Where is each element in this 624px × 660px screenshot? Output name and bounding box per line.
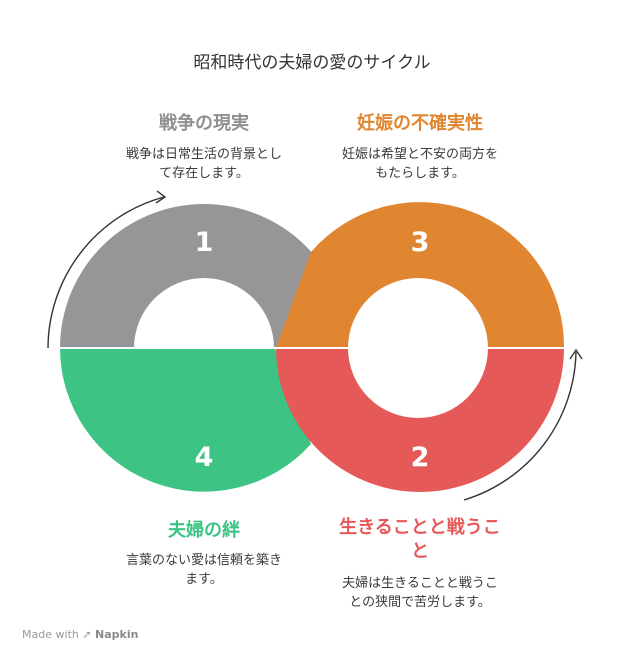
arrowhead-icon <box>155 190 167 204</box>
segment-2-heading: 生きることと戦うこ と <box>300 516 540 564</box>
segment-2-description: 夫婦は生きることと戦うこ との狭間で苦労します。 <box>300 574 540 612</box>
arrowhead-icon <box>569 348 583 360</box>
segment-1-description-line: て存在します。 <box>159 166 249 181</box>
segment-3-description: 妊娠は希望と不安の両方を もたらします。 <box>300 145 540 183</box>
footer-brand: Napkin <box>95 628 139 641</box>
segment-4-description-line: ます。 <box>185 572 223 587</box>
segment-1-heading: 戦争の現実 <box>159 113 249 134</box>
segment-3-heading: 妊娠の不確実性 <box>357 113 483 134</box>
footer-prefix: Made with <box>22 628 79 641</box>
napkin-logo-icon: ➚ <box>82 628 92 641</box>
made-with-napkin-footer: Made with ➚ Napkin <box>22 628 138 641</box>
segment-1-description: 戦争は日常生活の背景とし て存在します。 <box>84 145 324 183</box>
segment-2-description-line: との狭間で苦労します。 <box>349 595 491 610</box>
segment-3-number: 3 <box>411 227 430 258</box>
diagram-title: 昭和時代の夫婦の愛のサイクル <box>193 53 431 73</box>
segment-2-number: 2 <box>411 442 430 473</box>
segment-2-heading-line: と <box>411 541 429 562</box>
cycle-arrow-bottom-right <box>463 351 577 501</box>
segment-4-heading: 夫婦の絆 <box>168 520 240 541</box>
segment-4-description-line: 言葉のない愛は信頼を築き <box>125 553 282 568</box>
segment-1-number: 1 <box>195 227 214 258</box>
segment-1-arc <box>60 204 348 348</box>
segment-1-description-line: 戦争は日常生活の背景とし <box>125 147 282 162</box>
segment-2-description-line: 夫婦は生きることと戦うこ <box>342 576 498 591</box>
cycle-arrow-top-left <box>47 196 165 349</box>
segment-3-description-line: 妊娠は希望と不安の両方を <box>341 147 498 162</box>
segment-2-heading-line: 生きることと戦うこ <box>339 517 501 538</box>
segment-4-description: 言葉のない愛は信頼を築き ます。 <box>84 551 324 589</box>
segment-3-arc <box>276 202 565 348</box>
segment-4-arc <box>60 348 311 492</box>
segment-2-arc <box>276 348 564 492</box>
segment-3-description-line: もたらします。 <box>375 166 465 181</box>
segment-4-number: 4 <box>195 442 214 473</box>
